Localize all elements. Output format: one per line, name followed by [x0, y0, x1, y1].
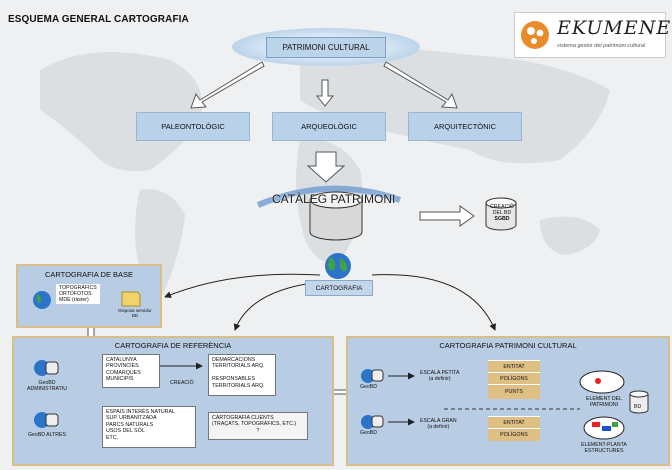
referencia-icons — [34, 360, 203, 428]
server-label: Disposa servidor BD — [118, 308, 152, 318]
patrimoni-title: CARTOGRAFIA PATRIMONI CULTURAL — [439, 341, 577, 350]
cartografia-node[interactable]: CARTOGRAFIA — [305, 280, 373, 296]
clients-box: CARTOGRAFIA CLIENTS(TRAÇATS, TOPOGRÀFICS… — [208, 412, 308, 440]
geobd-altres-label: GeoBD ALTRES — [28, 432, 66, 438]
category-arquitectonic[interactable]: ARQUITECTÒNIC — [408, 112, 522, 141]
referencia-title: CARTOGRAFIA DE REFERÈNCIA — [114, 341, 232, 350]
category-arqueologic[interactable]: ARQUEOLÒGIC — [272, 112, 386, 141]
bd-label: BD — [634, 404, 642, 410]
logo-word: EKUMENE — [557, 17, 672, 39]
logo-tagline: sistema gestor del patrimoni cultural — [557, 43, 646, 49]
patrimoni-icons — [361, 369, 649, 440]
geobd-petita-label: GeoBD — [360, 384, 378, 390]
geobd-administratiu-label: GeoBD ADMINISTRATIU — [27, 380, 67, 392]
escala-gran-label: ESCALA GRAN(a definir) — [420, 418, 457, 430]
geobd-gran-label: GeoBD — [360, 430, 378, 436]
gran-entity-stack: ENTITAT POLÍGONS — [488, 416, 540, 441]
base-title: CARTOGRAFIA DE BASE — [44, 270, 134, 279]
escala-petita-label: ESCALA PETITA(a definir) — [420, 370, 460, 382]
cartografia-referencia-panel: CARTOGRAFIA DE REFERÈNCIA GeoBD ADMINIST… — [12, 336, 334, 466]
category-paleontologic[interactable]: PALEONTOLÒGIC — [136, 112, 250, 141]
ekumene-logo: EKUMENE sistema gestor del patrimoni cul… — [514, 12, 670, 58]
petita-entity-stack: ENTITAT POLÍGONS PUNTS — [488, 360, 540, 399]
creacio-label: CREACIÓ — [170, 380, 194, 386]
page-title: ESQUEMA GENERAL CARTOGRAFIA — [8, 14, 189, 25]
cartografia-patrimoni-panel: CARTOGRAFIA PATRIMONI CULTURAL GeoBD Geo… — [346, 336, 670, 466]
base-globe-icon — [33, 291, 141, 309]
patrimoni-cultural-node[interactable]: PATRIMONI CULTURAL — [266, 37, 386, 58]
cataleg-patrimoni-label: CATÀLEG PATRIMONI — [272, 192, 396, 206]
logo-circles-icon — [521, 21, 549, 49]
